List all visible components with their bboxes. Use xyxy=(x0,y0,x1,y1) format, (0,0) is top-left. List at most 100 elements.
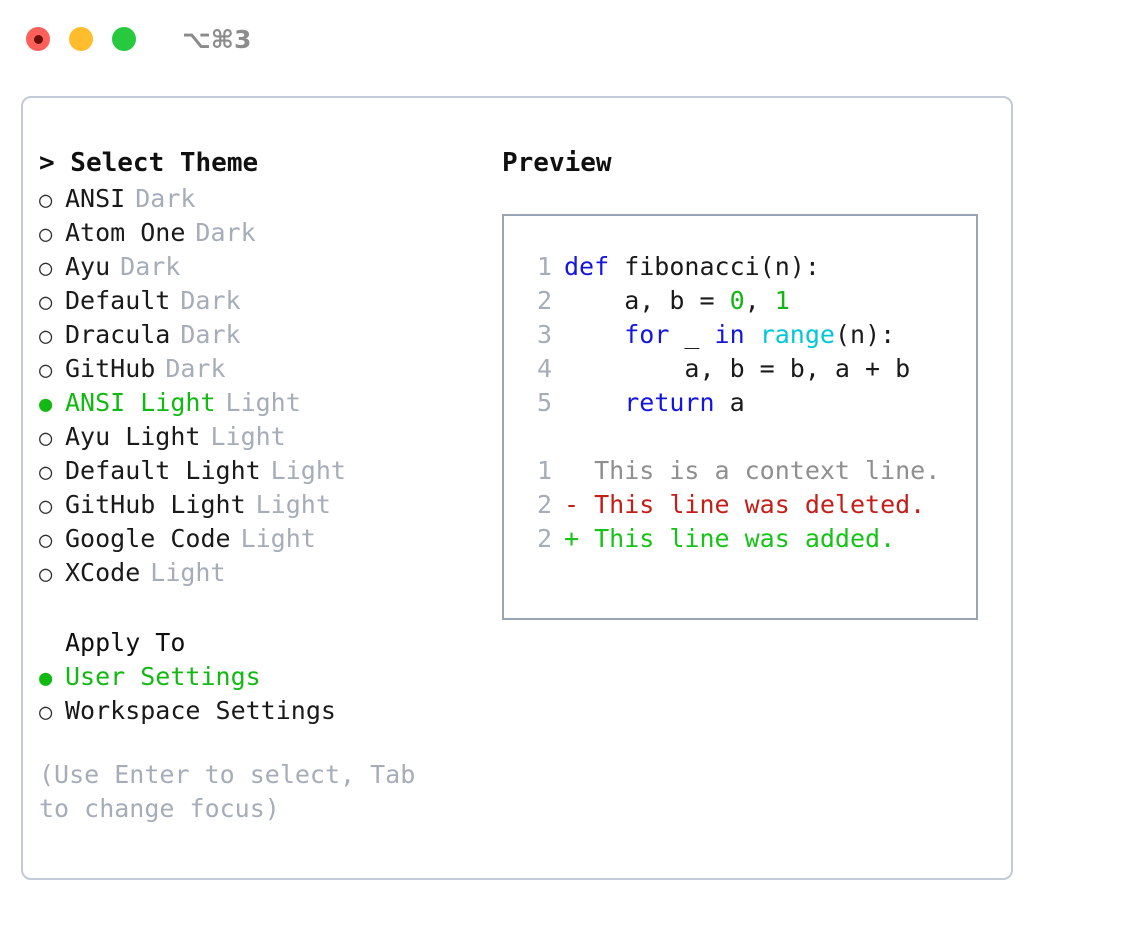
keyboard-shortcut-label: ⌥⌘3 xyxy=(182,24,252,54)
theme-kind-label: Light xyxy=(240,524,316,553)
line-number: 4 xyxy=(536,354,552,383)
radio-unselected-icon: ○ xyxy=(39,528,53,553)
radio-selected-icon: ● xyxy=(39,392,53,417)
theme-name: Google Code xyxy=(65,524,231,553)
theme-option-default-light[interactable]: ○ Default Light Light xyxy=(39,454,489,488)
code-token: for xyxy=(624,320,670,349)
radio-unselected-icon: ○ xyxy=(39,494,53,519)
titlebar: ⌥⌘3 xyxy=(0,0,1140,78)
code-token: a xyxy=(714,388,745,417)
diff-line: 2 - This line was deleted. xyxy=(522,488,976,522)
theme-name: GitHub Light xyxy=(65,490,246,519)
code-token: _ xyxy=(669,320,715,349)
theme-name: Default xyxy=(65,286,171,315)
theme-option-github-light[interactable]: ○ GitHub Light Light xyxy=(39,488,489,522)
maximize-button-icon[interactable] xyxy=(112,27,136,51)
apply-to-option-user-settings[interactable]: ● User Settings xyxy=(39,660,489,694)
line-number: 1 xyxy=(536,252,552,281)
theme-option-ayu[interactable]: ○ Ayu Dark xyxy=(39,250,489,284)
theme-kind-label: Dark xyxy=(180,286,241,315)
theme-name: Ayu xyxy=(65,252,111,281)
line-number: 2 xyxy=(536,524,552,553)
traffic-lights xyxy=(26,27,136,51)
code-token: a, b = b, a + b xyxy=(564,354,911,383)
theme-option-google-code[interactable]: ○ Google Code Light xyxy=(39,522,489,556)
theme-kind-label: Dark xyxy=(120,252,181,281)
diff-line: 2 + This line was added. xyxy=(522,522,976,556)
diff-text: + This line was added. xyxy=(564,524,896,553)
line-number: 2 xyxy=(536,286,552,315)
theme-kind-label: Light xyxy=(270,456,346,485)
line-number: 2 xyxy=(536,490,552,519)
code-token: , xyxy=(744,286,775,315)
minimize-button-icon[interactable] xyxy=(69,27,93,51)
radio-unselected-icon: ○ xyxy=(39,222,53,247)
code-text: def fibonacci(n): xyxy=(564,250,820,284)
diff-text: - This line was deleted. xyxy=(564,490,926,519)
radio-unselected-icon: ○ xyxy=(39,426,53,451)
apply-to-option-workspace-settings[interactable]: ○Workspace Settings xyxy=(39,694,489,728)
theme-option-default[interactable]: ○ Default Dark xyxy=(39,284,489,318)
select-theme-heading: > Select Theme xyxy=(39,148,259,178)
radio-unselected-icon: ○ xyxy=(39,562,53,587)
theme-name: XCode xyxy=(65,558,141,587)
theme-kind-label: Dark xyxy=(195,218,256,247)
theme-option-github[interactable]: ○ GitHub Dark xyxy=(39,352,489,386)
code-line: 1 def fibonacci(n): xyxy=(522,250,976,284)
theme-kind-label: Light xyxy=(255,490,331,519)
code-line: 2 a, b = 0, 1 xyxy=(522,284,976,318)
theme-name: ANSI xyxy=(65,184,126,213)
theme-name: GitHub xyxy=(65,354,156,383)
theme-kind-label: Light xyxy=(210,422,286,451)
theme-kind-label: Dark xyxy=(165,354,226,383)
code-text: for _ in range(n): xyxy=(564,318,895,352)
apply-to-section: Apply To ● User Settings ○Workspace Settin… xyxy=(39,626,489,728)
code-token: fibonacci(n): xyxy=(609,252,820,281)
close-button-icon[interactable] xyxy=(26,27,50,51)
line-number: 3 xyxy=(536,320,552,349)
diff-sample: 1 This is a context line.2- This line wa… xyxy=(522,454,976,556)
diff-text: This is a context line. xyxy=(564,456,941,485)
line-number: 1 xyxy=(536,456,552,485)
radio-unselected-icon: ○ xyxy=(39,460,53,485)
radio-unselected-icon: ○ xyxy=(39,358,53,383)
radio-unselected-icon: ○ xyxy=(39,700,53,725)
apply-to-options[interactable]: ● User Settings ○Workspace Settings xyxy=(39,660,489,728)
code-token: range xyxy=(759,320,835,349)
theme-name: Default Light xyxy=(65,456,261,485)
apply-to-title: Apply To xyxy=(65,628,186,657)
code-token xyxy=(745,320,760,349)
theme-option-xcode[interactable]: ○ XCode Light xyxy=(39,556,489,590)
code-text: a, b = 0, 1 xyxy=(564,284,790,318)
code-line: 3 for _ in range(n): xyxy=(522,318,976,352)
code-token: 1 xyxy=(774,286,790,315)
preview-heading: Preview xyxy=(502,148,612,178)
code-token: 0 xyxy=(729,286,745,315)
radio-selected-icon: ● xyxy=(39,666,53,691)
theme-name: ANSI Light xyxy=(65,388,216,417)
radio-unselected-icon: ○ xyxy=(39,256,53,281)
code-token xyxy=(564,320,624,349)
apply-to-label: User Settings xyxy=(65,662,261,691)
code-line: 4 a, b = b, a + b xyxy=(522,352,976,386)
code-token: def xyxy=(564,252,610,281)
theme-kind-label: Dark xyxy=(135,184,196,213)
theme-kind-label: Light xyxy=(150,558,226,587)
code-token xyxy=(564,388,624,417)
theme-kind-label: Dark xyxy=(180,320,241,349)
radio-unselected-icon: ○ xyxy=(39,290,53,315)
diff-line: 1 This is a context line. xyxy=(522,454,976,488)
code-text: return a xyxy=(564,386,745,420)
